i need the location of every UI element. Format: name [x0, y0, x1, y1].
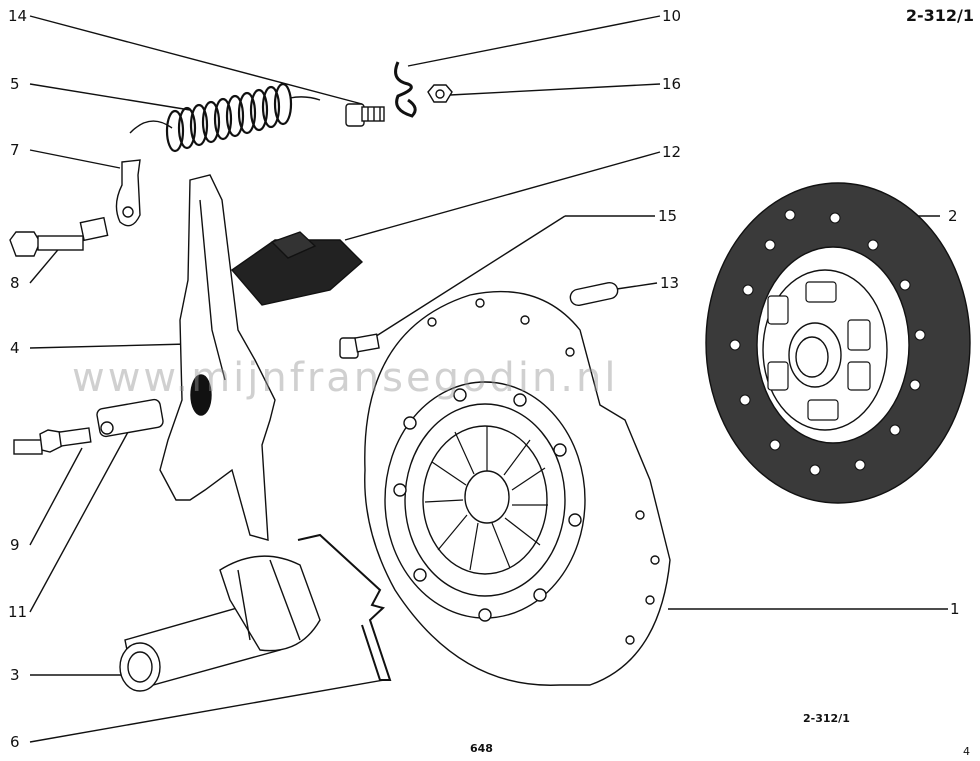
spring-clip-10: [394, 61, 417, 118]
page-side-number: 4: [963, 745, 970, 758]
callout-3: 3: [10, 666, 20, 684]
callout-5: 5: [10, 75, 20, 93]
callout-8: 8: [10, 274, 20, 292]
watermark: www.mijnfransegodin.nl: [72, 355, 619, 401]
callout-6: 6: [10, 733, 20, 751]
callout-16: 16: [662, 75, 682, 93]
callout-15: 15: [658, 207, 678, 225]
callout-9: 9: [10, 536, 20, 554]
nut-16: [427, 84, 453, 103]
clutch-disc-2: [705, 182, 971, 504]
callout-11: 11: [8, 603, 28, 621]
pressure-plate-1: [364, 290, 671, 686]
spring-anchor-7: [115, 159, 141, 227]
bolt-15: [339, 333, 380, 359]
dowel-13: [569, 281, 619, 307]
callout-1: 1: [950, 600, 960, 618]
return-spring: [129, 82, 321, 153]
retaining-clip-6: [297, 533, 392, 681]
bolt-14: [345, 103, 385, 127]
diagram-reference-bottom: 2-312/1: [803, 712, 850, 725]
callout-12: 12: [662, 143, 682, 161]
callout-7: 7: [10, 141, 20, 159]
release-bearing-3: [119, 555, 321, 692]
page-number: 648: [470, 742, 493, 755]
spacer-sleeve-11: [96, 398, 164, 438]
fork-pad-12: [230, 231, 364, 306]
stud-9: [13, 427, 92, 455]
callout-2: 2: [948, 207, 958, 225]
release-fork-4: [159, 174, 276, 541]
leader-lines: [29, 15, 948, 743]
pivot-bolt-8: [9, 216, 109, 257]
callout-14: 14: [8, 7, 28, 25]
diagram-reference-top: 2-312/1: [905, 6, 974, 25]
callout-10: 10: [662, 7, 682, 25]
callout-4: 4: [10, 339, 20, 357]
callout-13: 13: [660, 274, 680, 292]
